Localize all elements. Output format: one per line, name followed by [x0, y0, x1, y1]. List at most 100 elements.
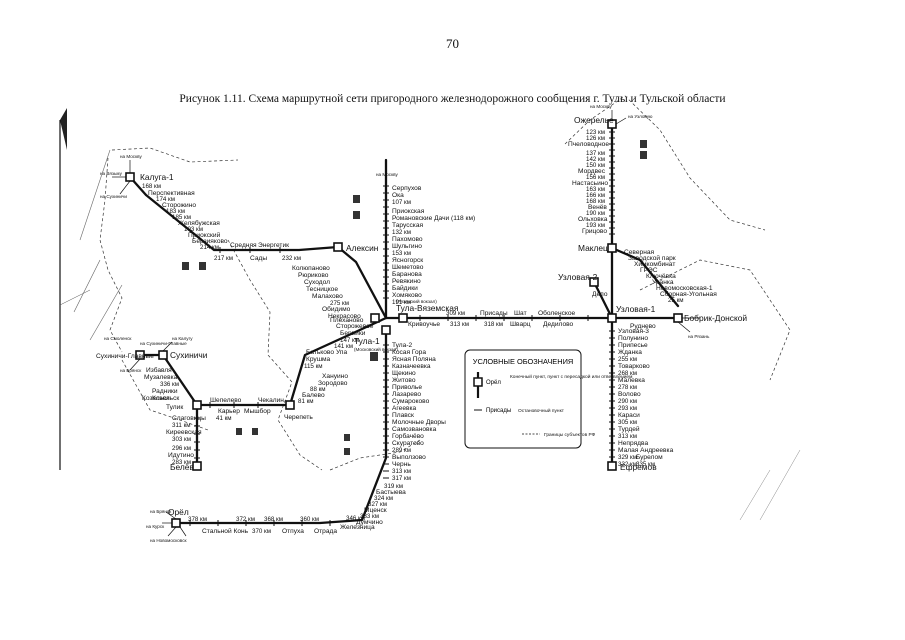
station-label: Выползово: [392, 454, 426, 461]
station-label: Тесницкое: [306, 286, 338, 293]
station-label: Мценск: [364, 507, 387, 514]
line-maklets-novomosk: [610, 246, 680, 308]
station-label: Байдики: [392, 284, 418, 292]
direction-label: на Рязань: [688, 334, 710, 339]
station-label: Карьер: [218, 408, 240, 415]
station-label: 132 км: [392, 229, 411, 236]
station-label: 296 км: [172, 445, 191, 452]
station-label: 275 км: [330, 300, 349, 307]
station-label: 217 км: [214, 255, 233, 262]
station-label: Тарусская: [392, 222, 424, 229]
station-label: Калуга-1: [140, 172, 174, 182]
station-label: Ревякино: [392, 278, 421, 285]
station-label: Сборная-Угольная: [660, 290, 717, 298]
border-kaluga-west: [99, 157, 123, 353]
station-label: Тула-2: [392, 342, 413, 349]
station-labels: Калуга-1 168 км Перспективная 174 км Сто…: [96, 115, 747, 535]
station-label: (Рязанский вокзал): [396, 298, 437, 304]
legend-stop-desc: Остановочный пункт: [518, 407, 565, 414]
direction-label: на Новомосковск: [150, 538, 187, 543]
terminal-cherepet: [285, 400, 295, 410]
station-label: 193 км: [586, 222, 605, 229]
border-tula-kaluga: [227, 239, 323, 471]
coat-of-arms-icon: [353, 211, 360, 219]
station-label: Батьково: [306, 349, 334, 356]
terminal-bobrik: [673, 313, 683, 323]
station-label: Чекалин: [258, 397, 284, 404]
station-label: Ясногорск: [392, 257, 423, 264]
station-label: 360 км: [300, 516, 319, 523]
station-label: Пчеловодное: [568, 141, 609, 148]
legend-terminal-example: Орёл: [486, 380, 501, 386]
station-label: 317 км: [392, 475, 411, 482]
station-label: Обидимо: [322, 305, 351, 313]
corner-fold-mark: [60, 108, 67, 150]
station-label: Припесье: [618, 342, 648, 349]
station-label: Шеметово: [392, 264, 424, 271]
station-label: Сумароково: [392, 398, 430, 405]
terminal-aleksin: [333, 242, 343, 252]
station-label: Узловая-2: [558, 272, 598, 282]
stop-ticks: [189, 131, 615, 526]
terminal-plekhanovo: [370, 313, 380, 323]
station-label: Бурелом: [636, 454, 663, 461]
station-label: Сухиничи-Главные: [96, 353, 154, 360]
line-aleksin-tula: [336, 245, 388, 320]
station-label: 137 км: [586, 150, 605, 157]
station-label: Непрядва: [618, 440, 648, 447]
line-tula-orel: [174, 328, 388, 525]
station-label: Молочные Дворы: [392, 419, 446, 426]
station-label: Шат: [514, 310, 527, 317]
direction-label: на Вязьму: [100, 171, 123, 176]
coat-of-arms-icon: [252, 428, 258, 435]
station-label: Грицово: [582, 228, 607, 235]
map-decorations: [59, 108, 801, 521]
legend-terminal-desc: Конечный пункт, пункт с пересадкой или о…: [510, 373, 632, 380]
station-label: Щекино: [392, 370, 416, 377]
direction-label: на Сухиничи: [100, 194, 127, 199]
legend-stop-example: Присады: [486, 408, 511, 414]
direction-label: на Москву: [120, 154, 142, 159]
station-label: Стальной Конь: [202, 527, 249, 535]
station-label: Отпуха: [282, 528, 304, 535]
station-label: 290 км: [618, 398, 637, 405]
station-label: Приокская: [392, 208, 425, 215]
station-label: 336 км: [160, 381, 179, 388]
station-label: Шульгино: [392, 243, 422, 250]
station-label: 126 км: [586, 135, 605, 142]
station-label: Мышбор: [244, 407, 271, 415]
station-label: Козельск: [152, 395, 179, 402]
terminal-maklets: [607, 243, 617, 253]
station-label: Новомосковская-1: [656, 285, 713, 292]
station-label: Сторожино: [162, 202, 196, 209]
line-tula-cherepet: [288, 316, 388, 407]
station-label: Плавск: [392, 412, 414, 419]
station-label: 166 км: [586, 192, 605, 199]
station-label: Серпухов: [392, 185, 422, 192]
station-label: 309 км: [446, 310, 465, 317]
direction-arrows: [112, 110, 700, 537]
station-label: 333 км: [360, 513, 379, 520]
station-label: Узловая-3: [618, 328, 649, 335]
border-tula-ryazan: [639, 259, 791, 381]
station-label: Киреевская: [166, 429, 202, 436]
station-label: Колюпаново: [292, 265, 330, 272]
station-label: 88 км: [310, 386, 326, 393]
station-label: Оболенское: [538, 309, 576, 317]
station-label: 185 км: [172, 214, 191, 221]
station-label: Ожерелье: [574, 115, 614, 125]
border-moscow-ryazan: [564, 95, 766, 231]
direction-label: на Москву: [376, 172, 398, 177]
station-label: Идутино: [168, 452, 194, 459]
page-number: 70: [446, 36, 459, 51]
station-label: Орёл: [168, 507, 189, 517]
border-lines: [99, 95, 791, 471]
station-label: Радники: [152, 388, 178, 395]
legend: УСЛОВНЫЕ ОБОЗНАЧЕНИЯ Орёл Конечный пункт…: [464, 349, 632, 449]
station-label: Музалевка: [144, 374, 178, 381]
direction-label: на Калугу: [172, 336, 193, 341]
station-label: Пахомово: [392, 236, 423, 243]
station-label: 368 км: [264, 516, 283, 523]
station-label: (Московский вокзал): [354, 346, 398, 352]
station-label: 335 км: [636, 461, 655, 468]
